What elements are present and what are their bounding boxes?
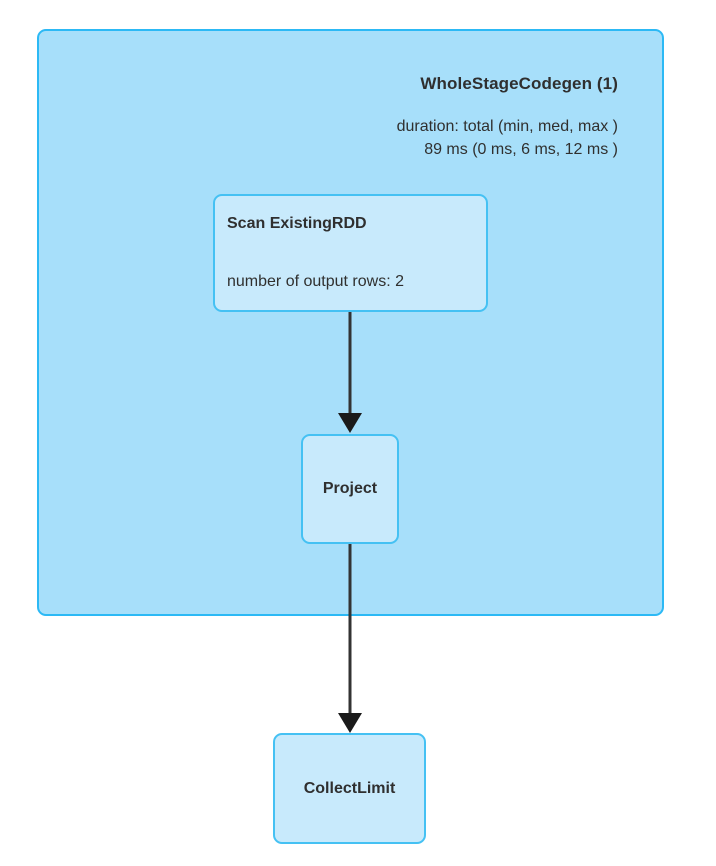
node-project-title: Project [322, 480, 378, 497]
node-scan-existingrdd[interactable]: Scan ExistingRDD number of output rows: … [213, 194, 488, 312]
node-scan-existingrdd-metric: number of output rows: 2 [227, 273, 404, 290]
stage-title: WholeStageCodegen (1) [420, 74, 618, 93]
node-project[interactable]: Project [301, 434, 399, 544]
edge-project-to-collectlimit-arrowhead [338, 713, 362, 733]
stage-header: WholeStageCodegen (1) duration: total (m… [98, 73, 618, 161]
node-collectlimit-title: CollectLimit [303, 779, 396, 797]
node-collectlimit[interactable]: CollectLimit [273, 733, 426, 844]
stage-metrics: duration: total (min, med, max ) 89 ms (… [98, 115, 618, 161]
stage-metric-value: 89 ms (0 ms, 6 ms, 12 ms ) [424, 141, 618, 158]
node-scan-existingrdd-title: Scan ExistingRDD [227, 215, 367, 232]
stage-metric-label: duration: total (min, med, max ) [396, 118, 618, 135]
